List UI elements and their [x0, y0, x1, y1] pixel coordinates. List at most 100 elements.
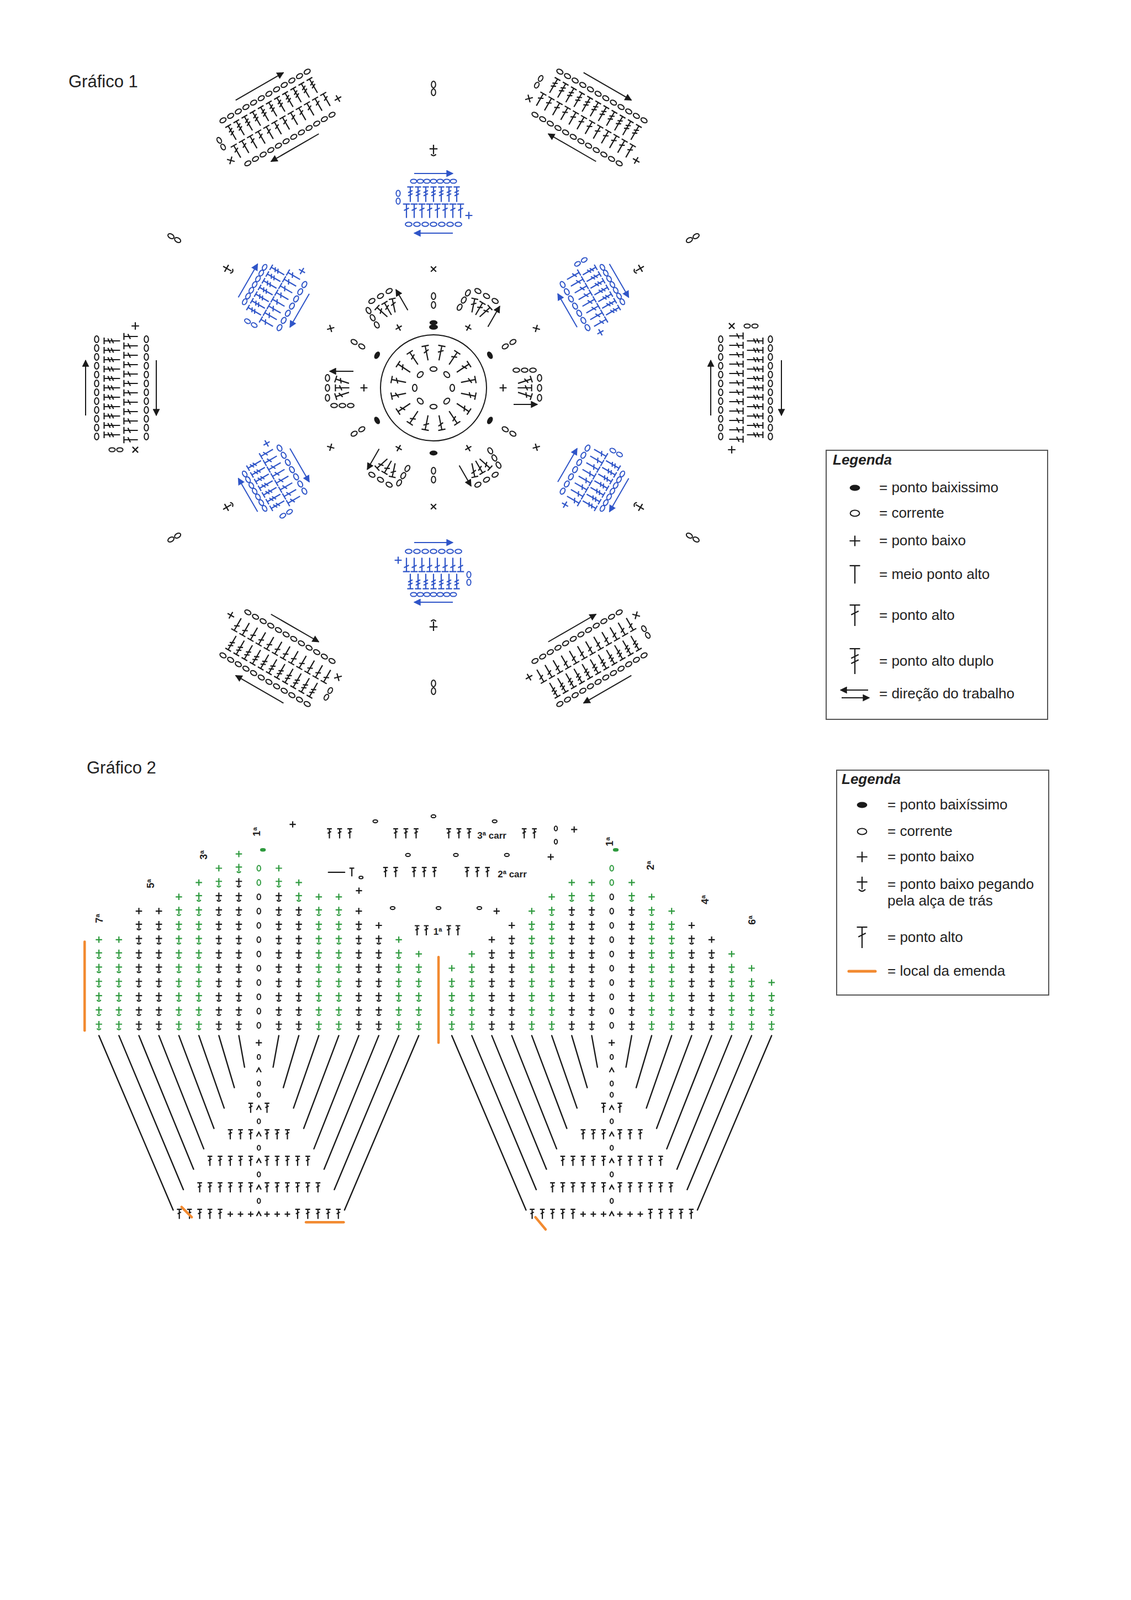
stitch-symbol — [275, 920, 283, 930]
stitch-symbol — [616, 1211, 623, 1217]
stitch-symbol — [429, 144, 438, 156]
stitch-symbol — [504, 853, 510, 856]
stitch-symbol — [548, 934, 556, 944]
stitch-symbol — [325, 394, 330, 401]
direction-arrow — [238, 263, 258, 298]
stitch-symbol — [173, 236, 182, 244]
stitch-symbol — [743, 323, 750, 328]
stitch-symbol — [431, 476, 436, 483]
stitch-symbol — [275, 1182, 280, 1192]
stitch-symbol — [270, 466, 287, 480]
stitch-symbol — [728, 991, 736, 1001]
stitch-symbol — [436, 906, 441, 909]
joining-line — [313, 1034, 359, 1149]
legend-swatch — [848, 969, 876, 973]
stitch-symbol — [609, 922, 613, 928]
stitch-symbol — [390, 375, 408, 386]
stitch-symbol — [257, 284, 274, 298]
stitch-symbol — [305, 1182, 311, 1192]
stitch-symbol — [373, 416, 381, 425]
stitch-symbol — [315, 949, 323, 959]
stitch-symbol — [312, 663, 326, 679]
direction-arrow — [557, 448, 578, 483]
stitch-symbol — [350, 338, 358, 346]
stitch-symbol — [360, 384, 368, 392]
stitch-symbol — [611, 114, 626, 132]
stitch-symbol — [144, 379, 149, 387]
chart-sector — [85, 321, 157, 453]
row-number: 5ª — [145, 878, 157, 889]
stitch-symbol — [287, 111, 301, 127]
stitch-symbol — [266, 621, 275, 630]
stitch-symbol — [590, 1182, 596, 1192]
stitch-symbol — [155, 920, 163, 930]
stitch-symbol — [608, 1039, 615, 1046]
stitch-symbol — [668, 934, 675, 944]
stitch-symbol — [488, 1006, 496, 1016]
stitch-symbol — [627, 1129, 633, 1139]
stitch-symbol — [430, 178, 437, 183]
stitch-symbol — [335, 991, 343, 1001]
stitch-symbol — [431, 301, 436, 309]
stitch-symbol — [395, 936, 403, 943]
stitch-symbol — [421, 414, 432, 431]
stitch-symbol — [275, 1129, 280, 1139]
stitch-symbol — [410, 592, 417, 596]
stitch-symbol — [586, 682, 595, 690]
stitch-symbol — [624, 107, 633, 115]
stitch-symbol — [390, 389, 408, 400]
stitch-symbol — [251, 612, 260, 621]
stitch-symbol — [768, 397, 773, 405]
stitch-symbol — [271, 640, 285, 656]
stitch-symbol — [273, 96, 288, 114]
stitch-symbol — [416, 592, 424, 596]
stitch-symbol — [688, 1006, 696, 1016]
stitch-symbol — [580, 1129, 586, 1139]
direction-arrow — [271, 614, 320, 642]
stitch-symbol — [430, 186, 437, 202]
chart-sector — [149, 201, 320, 343]
stitch-symbol — [448, 1020, 456, 1030]
stitch-symbol — [215, 949, 223, 959]
stitch-symbol — [747, 337, 764, 345]
stitch-symbol — [580, 256, 588, 264]
stitch-symbol — [590, 1155, 596, 1166]
stitch-symbol — [295, 1155, 301, 1166]
stitch-symbol — [768, 379, 773, 387]
stitch-symbol — [257, 1197, 261, 1203]
stitch-symbol — [617, 664, 626, 673]
stitch-symbol — [668, 963, 675, 973]
stitch-symbol — [472, 458, 486, 475]
stitch-symbol — [248, 1102, 254, 1113]
stitch-symbol — [580, 466, 597, 480]
stitch-symbol — [315, 963, 323, 973]
stitch-symbol — [609, 893, 613, 900]
stitch-symbol — [578, 686, 587, 695]
stitch-symbol — [610, 1080, 614, 1086]
stitch-symbol — [235, 920, 243, 930]
stitch-symbol — [768, 335, 773, 343]
stitch-symbol — [628, 963, 636, 973]
stitch-symbol — [247, 1211, 254, 1217]
stitch-symbol — [195, 920, 203, 930]
stitch-symbol — [718, 379, 723, 387]
stitch-symbol — [94, 362, 99, 369]
stitch-symbol — [295, 879, 303, 886]
stitch-symbol — [376, 476, 385, 484]
stitch-symbol — [355, 887, 362, 894]
stitch-symbol — [668, 1208, 674, 1219]
stitch-symbol — [508, 963, 516, 973]
stitch-symbol — [256, 993, 261, 1000]
stitch-symbol — [627, 1211, 633, 1217]
stitch-symbol — [238, 1129, 243, 1139]
stitch-symbol — [175, 920, 183, 930]
stitch-symbol — [108, 447, 115, 452]
stitch-symbol — [230, 143, 245, 160]
stitch-symbol — [367, 297, 376, 305]
stitch-symbol — [668, 920, 675, 930]
stitch-symbol — [628, 879, 636, 886]
stitch-symbol — [155, 934, 163, 944]
stitch-symbol — [249, 648, 264, 666]
stitch-symbol — [431, 814, 436, 818]
stitch-symbol — [228, 1182, 234, 1192]
